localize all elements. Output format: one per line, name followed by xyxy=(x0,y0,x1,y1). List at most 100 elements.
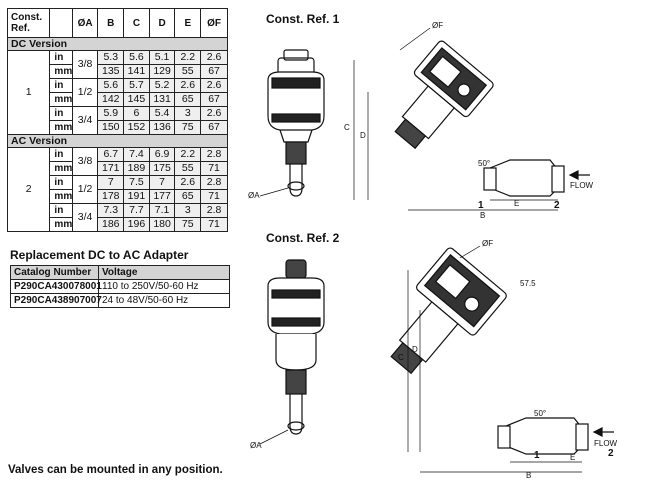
adapter-catalog-number: P290CA430078001 xyxy=(10,279,102,294)
const1-label-b: B xyxy=(480,211,485,220)
header-c: C xyxy=(123,8,150,38)
table-row: P290CA430078001 110 to 250V/50-60 Hz xyxy=(10,279,230,294)
header-e: E xyxy=(174,8,202,38)
table-section-row: DC Version xyxy=(7,37,228,51)
value-cell: 150 xyxy=(97,120,125,135)
value-cell: 2.6 xyxy=(200,106,228,121)
value-cell: 129 xyxy=(148,64,176,79)
const1-label-e: E xyxy=(514,199,519,208)
unit-cell: mm xyxy=(49,92,73,107)
const-ref-cell: 1 xyxy=(6,50,51,135)
header-a: ØA xyxy=(71,8,99,38)
value-cell: 2.2 xyxy=(174,50,202,65)
value-cell: 71 xyxy=(200,217,228,232)
const2-label-a: ØA xyxy=(250,441,262,450)
value-cell: 2.6 xyxy=(200,78,228,93)
value-cell: 2.8 xyxy=(200,147,228,162)
value-cell: 136 xyxy=(148,120,176,135)
adapter-header-row: Catalog Number Voltage xyxy=(10,265,230,280)
value-cell: 2.6 xyxy=(200,50,228,65)
const-ref-2-label: Const. Ref. 2 xyxy=(266,231,340,245)
const1-flow: FLOW xyxy=(570,181,594,190)
value-cell: 6.7 xyxy=(97,147,125,162)
size-cell: 3/8 xyxy=(71,147,99,176)
value-cell: 5.1 xyxy=(148,50,176,65)
value-cell: 175 xyxy=(148,161,176,176)
value-cell: 2.6 xyxy=(174,175,202,190)
header-f: ØF xyxy=(200,8,228,38)
const1-port-1: 1 xyxy=(478,200,484,211)
value-cell: 67 xyxy=(200,64,228,79)
value-cell: 7 xyxy=(148,175,176,190)
adapter-title: Replacement DC to AC Adapter xyxy=(10,248,189,262)
value-cell: 5.6 xyxy=(97,78,125,93)
const1-label-d: D xyxy=(360,131,366,140)
value-cell: 152 xyxy=(123,120,150,135)
value-cell: 142 xyxy=(97,92,125,107)
value-cell: 67 xyxy=(200,92,228,107)
const1-label-c: C xyxy=(344,123,350,132)
value-cell: 5.7 xyxy=(123,78,150,93)
const2-angle: 50° xyxy=(534,409,546,418)
unit-cell: mm xyxy=(49,217,73,232)
unit-cell: in xyxy=(49,175,73,190)
value-cell: 7 xyxy=(97,175,125,190)
const-ref-cell: 2 xyxy=(6,147,51,232)
value-cell: 71 xyxy=(200,189,228,204)
mounting-note: Valves can be mounted in any position. xyxy=(8,464,223,476)
value-cell: 2.2 xyxy=(174,147,202,162)
unit-cell: mm xyxy=(49,189,73,204)
const2-flow: FLOW xyxy=(594,439,618,448)
header-d: D xyxy=(148,8,176,38)
value-cell: 5.6 xyxy=(123,50,150,65)
const1-port-2: 2 xyxy=(554,200,560,211)
table-row: P290CA438907007 24 to 48V/50-60 Hz xyxy=(10,293,230,308)
unit-cell: mm xyxy=(49,161,73,176)
value-cell: 65 xyxy=(174,189,202,204)
const2-port-1: 1 xyxy=(534,450,540,461)
value-cell: 7.3 xyxy=(97,203,125,218)
value-cell: 2.6 xyxy=(174,78,202,93)
const2-label-d: D xyxy=(412,345,418,354)
value-cell: 177 xyxy=(148,189,176,204)
adapter-header-catalog: Catalog Number xyxy=(10,265,99,280)
unit-cell: in xyxy=(49,50,73,65)
value-cell: 189 xyxy=(123,161,150,176)
value-cell: 6.9 xyxy=(148,147,176,162)
value-cell: 186 xyxy=(97,217,125,232)
value-cell: 5.3 xyxy=(97,50,125,65)
value-cell: 55 xyxy=(174,161,202,176)
adapter-voltage: 110 to 250V/50-60 Hz xyxy=(98,279,230,294)
value-cell: 65 xyxy=(174,92,202,107)
value-cell: 7.5 xyxy=(123,175,150,190)
size-cell: 1/2 xyxy=(71,78,99,107)
table-header-row: Const. Ref. ØA B C D E ØF xyxy=(6,8,228,38)
adapter-table: Catalog Number Voltage P290CA430078001 1… xyxy=(10,265,230,308)
const1-angle: 50° xyxy=(478,159,490,168)
const2-port-2: 2 xyxy=(608,448,614,459)
const2-label-b: B xyxy=(526,471,531,480)
const2-dim-57: 57.5 xyxy=(520,279,536,288)
header-blank xyxy=(49,8,73,38)
const-ref-2-drawing: ØA C D ØF 57.5 50° FLOW 1 2 E B xyxy=(250,240,618,480)
value-cell: 2.8 xyxy=(200,175,228,190)
value-cell: 5.4 xyxy=(148,106,176,121)
value-cell: 3 xyxy=(174,203,202,218)
value-cell: 131 xyxy=(148,92,176,107)
header-const-ref: Const. Ref. xyxy=(6,8,51,38)
unit-cell: in xyxy=(49,147,73,162)
unit-cell: in xyxy=(49,203,73,218)
unit-cell: mm xyxy=(49,120,73,135)
size-cell: 3/4 xyxy=(71,203,99,232)
size-cell: 1/2 xyxy=(71,175,99,204)
const2-label-e: E xyxy=(570,453,575,462)
const1-label-f: ØF xyxy=(432,21,443,30)
